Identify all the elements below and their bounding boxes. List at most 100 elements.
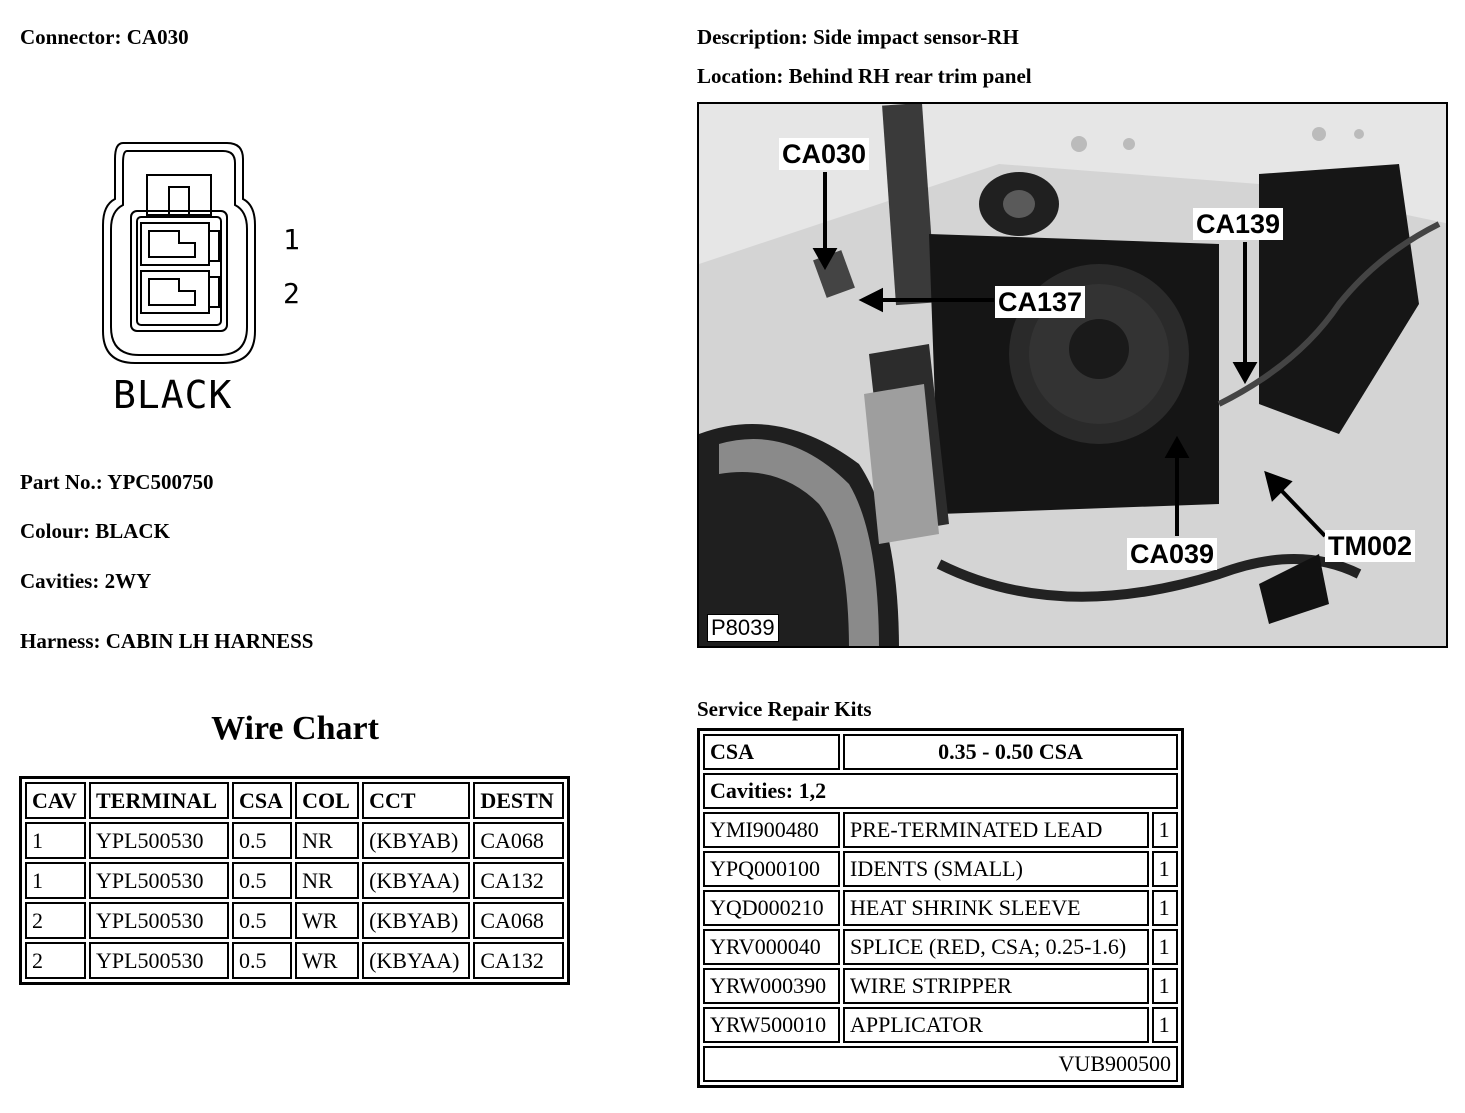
connector-face-diagram: 1 2 BLACK: [95, 135, 335, 425]
harness-key: Harness:: [20, 629, 101, 653]
table-row: YPQ000100 IDENTS (SMALL) 1: [703, 851, 1178, 887]
connector-colour-text: BLACK: [113, 373, 233, 417]
cell-cct: (KBYAB): [362, 902, 471, 939]
cell-csa: 0.5: [231, 862, 293, 899]
connector-label: Connector: CA030: [20, 25, 189, 50]
cell-cct: (KBYAB): [362, 822, 471, 859]
header-cav: CAV: [25, 782, 86, 819]
cell-csa: 0.5: [231, 902, 293, 939]
kit-quantity: 1: [1151, 851, 1178, 887]
cavities-key: Cavities:: [20, 569, 100, 593]
kit-part-number: YQD000210: [703, 890, 841, 926]
kit-description: SPLICE (RED, CSA; 0.25-1.6): [843, 929, 1149, 965]
kit-description: IDENTS (SMALL): [843, 851, 1149, 887]
cell-terminal: YPL500530: [88, 942, 229, 979]
description-label: Description: Side impact sensor-RH: [697, 25, 1019, 50]
header-terminal: TERMINAL: [88, 782, 229, 819]
cell-cct: (KBYAA): [362, 942, 471, 979]
callout-tm002: TM002: [1325, 530, 1416, 562]
wire-chart-header-row: CAV TERMINAL CSA COL CCT DESTN: [25, 782, 564, 819]
header-cct: CCT: [362, 782, 471, 819]
cell-col: NR: [295, 862, 360, 899]
table-row: 2 YPL500530 0.5 WR (KBYAB) CA068: [25, 902, 564, 939]
kit-part-number: YMI900480: [703, 812, 841, 848]
kits-csa-label: CSA: [703, 734, 841, 770]
location-key: Location:: [697, 64, 784, 88]
kits-csa-value: 0.35 - 0.50 CSA: [843, 734, 1178, 770]
table-row: YRW000390 WIRE STRIPPER 1: [703, 968, 1178, 1004]
table-row: YMI900480 PRE-TERMINATED LEAD 1: [703, 812, 1178, 848]
kit-part-number: YRW000390: [703, 968, 841, 1004]
kit-description: PRE-TERMINATED LEAD: [843, 812, 1149, 848]
cell-col: WR: [295, 902, 360, 939]
cell-cct: (KBYAA): [362, 862, 471, 899]
kit-part-number: YRW500010: [703, 1007, 841, 1043]
location-value: Behind RH rear trim panel: [788, 64, 1032, 88]
kit-quantity: 1: [1151, 812, 1178, 848]
kit-quantity: 1: [1151, 1007, 1178, 1043]
kit-quantity: 1: [1151, 968, 1178, 1004]
part-no-value: YPC500750: [107, 470, 214, 494]
cell-terminal: YPL500530: [88, 822, 229, 859]
table-row: 1 YPL500530 0.5 NR (KBYAB) CA068: [25, 822, 564, 859]
service-repair-kits-title: Service Repair Kits: [697, 697, 872, 721]
table-row: 1 YPL500530 0.5 NR (KBYAA) CA132: [25, 862, 564, 899]
cavities-label: Cavities: 2WY: [20, 569, 151, 594]
kit-quantity: 1: [1151, 929, 1178, 965]
cell-cav: 2: [25, 942, 86, 979]
callout-ca139: CA139: [1193, 208, 1284, 240]
colour-value: BLACK: [95, 519, 170, 543]
part-no-key: Part No.:: [20, 470, 103, 494]
header-csa: CSA: [231, 782, 293, 819]
cell-cav: 1: [25, 822, 86, 859]
cell-col: NR: [295, 822, 360, 859]
table-row: 2 YPL500530 0.5 WR (KBYAA) CA132: [25, 942, 564, 979]
callout-ca030: CA030: [779, 138, 870, 170]
photo-id-label: P8039: [707, 614, 779, 642]
cavity-1-label: 1: [283, 223, 300, 256]
connector-value: CA030: [126, 25, 189, 49]
location-label: Location: Behind RH rear trim panel: [697, 64, 1032, 89]
cell-destn: CA068: [473, 902, 564, 939]
harness-value: CABIN LH HARNESS: [105, 629, 314, 653]
kit-description: APPLICATOR: [843, 1007, 1149, 1043]
kit-part-number: YRV000040: [703, 929, 841, 965]
kit-quantity: 1: [1151, 890, 1178, 926]
table-row: YRV000040 SPLICE (RED, CSA; 0.25-1.6) 1: [703, 929, 1178, 965]
callout-ca039: CA039: [1127, 538, 1218, 570]
kits-cavities: Cavities: 1,2: [703, 773, 1178, 809]
callout-ca137: CA137: [995, 286, 1086, 318]
photo-illustration: [699, 104, 1446, 646]
kit-description: WIRE STRIPPER: [843, 968, 1149, 1004]
cell-cav: 2: [25, 902, 86, 939]
colour-key: Colour:: [20, 519, 90, 543]
cavities-value: 2WY: [104, 569, 152, 593]
kits-code-row: VUB900500: [703, 1046, 1178, 1082]
cell-cav: 1: [25, 862, 86, 899]
wire-chart-table: CAV TERMINAL CSA COL CCT DESTN 1 YPL5005…: [19, 776, 570, 985]
description-key: Description:: [697, 25, 808, 49]
cell-csa: 0.5: [231, 822, 293, 859]
connector-key: Connector:: [20, 25, 122, 49]
wire-chart-title: Wire Chart: [211, 710, 379, 747]
cell-destn: CA132: [473, 942, 564, 979]
service-repair-kits-table: CSA 0.35 - 0.50 CSA Cavities: 1,2 YMI900…: [697, 728, 1184, 1088]
table-row: YRW500010 APPLICATOR 1: [703, 1007, 1178, 1043]
description-value: Side impact sensor-RH: [813, 25, 1019, 49]
cell-col: WR: [295, 942, 360, 979]
cavity-2-label: 2: [283, 277, 300, 310]
kits-cavities-row: Cavities: 1,2: [703, 773, 1178, 809]
kits-csa-row: CSA 0.35 - 0.50 CSA: [703, 734, 1178, 770]
kit-part-number: YPQ000100: [703, 851, 841, 887]
cell-csa: 0.5: [231, 942, 293, 979]
location-photo: CA030 CA139 CA137 CA039 TM002 P8039: [697, 102, 1448, 648]
cell-destn: CA068: [473, 822, 564, 859]
kit-description: HEAT SHRINK SLEEVE: [843, 890, 1149, 926]
header-col: COL: [295, 782, 360, 819]
harness-label: Harness: CABIN LH HARNESS: [20, 629, 313, 654]
colour-label: Colour: BLACK: [20, 519, 170, 544]
kit-code: VUB900500: [703, 1046, 1178, 1082]
cell-destn: CA132: [473, 862, 564, 899]
part-no-label: Part No.: YPC500750: [20, 470, 213, 495]
header-destn: DESTN: [473, 782, 564, 819]
